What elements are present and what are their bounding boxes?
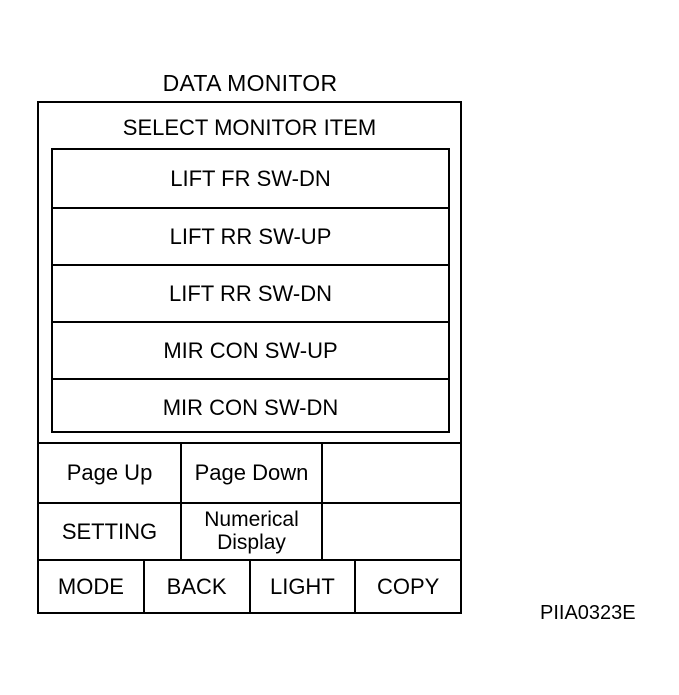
empty-button-slot-1 (321, 444, 460, 502)
screen-subtitle: SELECT MONITOR ITEM (122, 115, 377, 140)
screen-title: DATA MONITOR (162, 70, 338, 96)
back-button[interactable]: BACK (142, 561, 249, 612)
data-monitor-panel: SELECT MONITOR ITEM LIFT FR SW-DN LIFT R… (37, 101, 462, 614)
numerical-display-button[interactable]: Numerical Display (180, 504, 321, 559)
copy-button[interactable]: COPY (354, 561, 460, 612)
numerical-display-label-line2: Display (217, 530, 286, 554)
button-row-paging: Page Up Page Down (39, 444, 460, 504)
monitor-item-lift-rr-sw-dn[interactable]: LIFT RR SW-DN (53, 264, 448, 321)
figure-reference-code: PIIA0323E (540, 602, 636, 624)
page-up-button[interactable]: Page Up (66, 460, 153, 486)
monitor-item-lift-rr-sw-up[interactable]: LIFT RR SW-UP (53, 207, 448, 264)
mode-button[interactable]: MODE (57, 573, 124, 599)
page-down-button[interactable]: Page Down (180, 444, 321, 502)
monitor-item-mir-con-sw-dn[interactable]: MIR CON SW-DN (53, 378, 448, 435)
monitor-item-list: LIFT FR SW-DN LIFT RR SW-UP LIFT RR SW-D… (51, 148, 450, 433)
monitor-item-mir-con-sw-up[interactable]: MIR CON SW-UP (53, 321, 448, 378)
numerical-display-label-line1: Numerical (204, 508, 299, 532)
button-row-settings: SETTING Numerical Display (39, 504, 460, 561)
empty-button-slot-2 (321, 504, 460, 559)
light-button[interactable]: LIGHT (248, 561, 355, 612)
button-row-functions: MODE BACK LIGHT COPY (39, 561, 460, 612)
setting-button[interactable]: SETTING (61, 518, 158, 544)
button-grid: Page Up Page Down SETTING Numerical Disp… (39, 442, 460, 612)
monitor-item-lift-fr-sw-dn[interactable]: LIFT FR SW-DN (170, 165, 331, 191)
